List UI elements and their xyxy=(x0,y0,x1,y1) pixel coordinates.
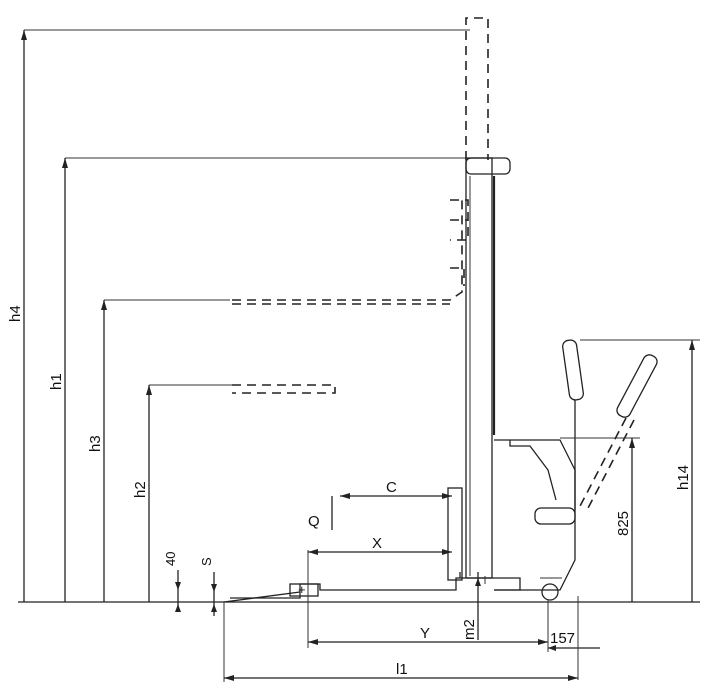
y-arrow-left xyxy=(308,639,318,645)
x-arrow-left xyxy=(308,549,318,555)
label-h3: h3 xyxy=(87,435,104,452)
drive-wheel xyxy=(541,583,559,601)
label-s: S xyxy=(199,557,214,566)
platform-step xyxy=(534,507,576,525)
y-arrow-right xyxy=(538,639,548,645)
s-arrow-bottom xyxy=(211,604,217,612)
l1-arrow-right xyxy=(568,675,578,681)
fork-carriage xyxy=(447,487,463,581)
fork-tip xyxy=(223,591,301,603)
d40-arrow-top xyxy=(175,582,181,590)
d825-arrow xyxy=(629,438,635,448)
label-h14: h14 xyxy=(675,465,692,490)
chassis-cover xyxy=(509,440,557,501)
h1-arrow xyxy=(62,158,68,168)
label-40: 40 xyxy=(163,552,178,566)
label-y: Y xyxy=(420,625,430,642)
label-q: Q xyxy=(308,513,320,530)
fork-arm xyxy=(230,577,521,599)
m2-arrow xyxy=(475,578,481,586)
tiller-arm-tilted-dashed xyxy=(577,417,627,511)
label-h2: h2 xyxy=(132,481,149,498)
label-825: 825 xyxy=(615,511,632,536)
h3-arrow xyxy=(101,300,107,310)
raised-fork-upper-dashed xyxy=(232,195,463,301)
d40-arrow-bottom xyxy=(175,604,181,612)
label-c: C xyxy=(386,479,397,496)
l1-arrow-left xyxy=(224,675,234,681)
c-arrow-left xyxy=(340,493,350,499)
h4-arrow xyxy=(21,30,27,40)
raised-fork-lower-dashed xyxy=(232,384,336,394)
label-m2: m2 xyxy=(461,619,478,640)
x-arrow-right xyxy=(442,549,452,555)
label-x: X xyxy=(372,535,382,552)
load-wheel-mark: + xyxy=(298,582,306,597)
h14-arrow xyxy=(689,340,695,350)
h2-arrow xyxy=(146,385,152,395)
label-l1: l1 xyxy=(396,661,408,678)
raised-mast-dashed xyxy=(465,17,489,160)
tiller-handle-tilted[interactable] xyxy=(615,353,659,420)
mast-top-cap xyxy=(465,157,511,175)
label-h1: h1 xyxy=(48,373,65,390)
tiller-arm-tilted-dashed-b xyxy=(585,419,635,513)
d157-arrow xyxy=(548,645,556,651)
load-wheel-frame xyxy=(289,583,319,597)
c-arrow-right xyxy=(442,493,452,499)
tiller-handle-upright[interactable] xyxy=(562,339,584,401)
s-arrow-top xyxy=(211,584,217,592)
raised-carriage-dashed-low xyxy=(450,267,465,286)
label-h4: h4 xyxy=(7,305,24,322)
label-157: 157 xyxy=(550,630,575,647)
